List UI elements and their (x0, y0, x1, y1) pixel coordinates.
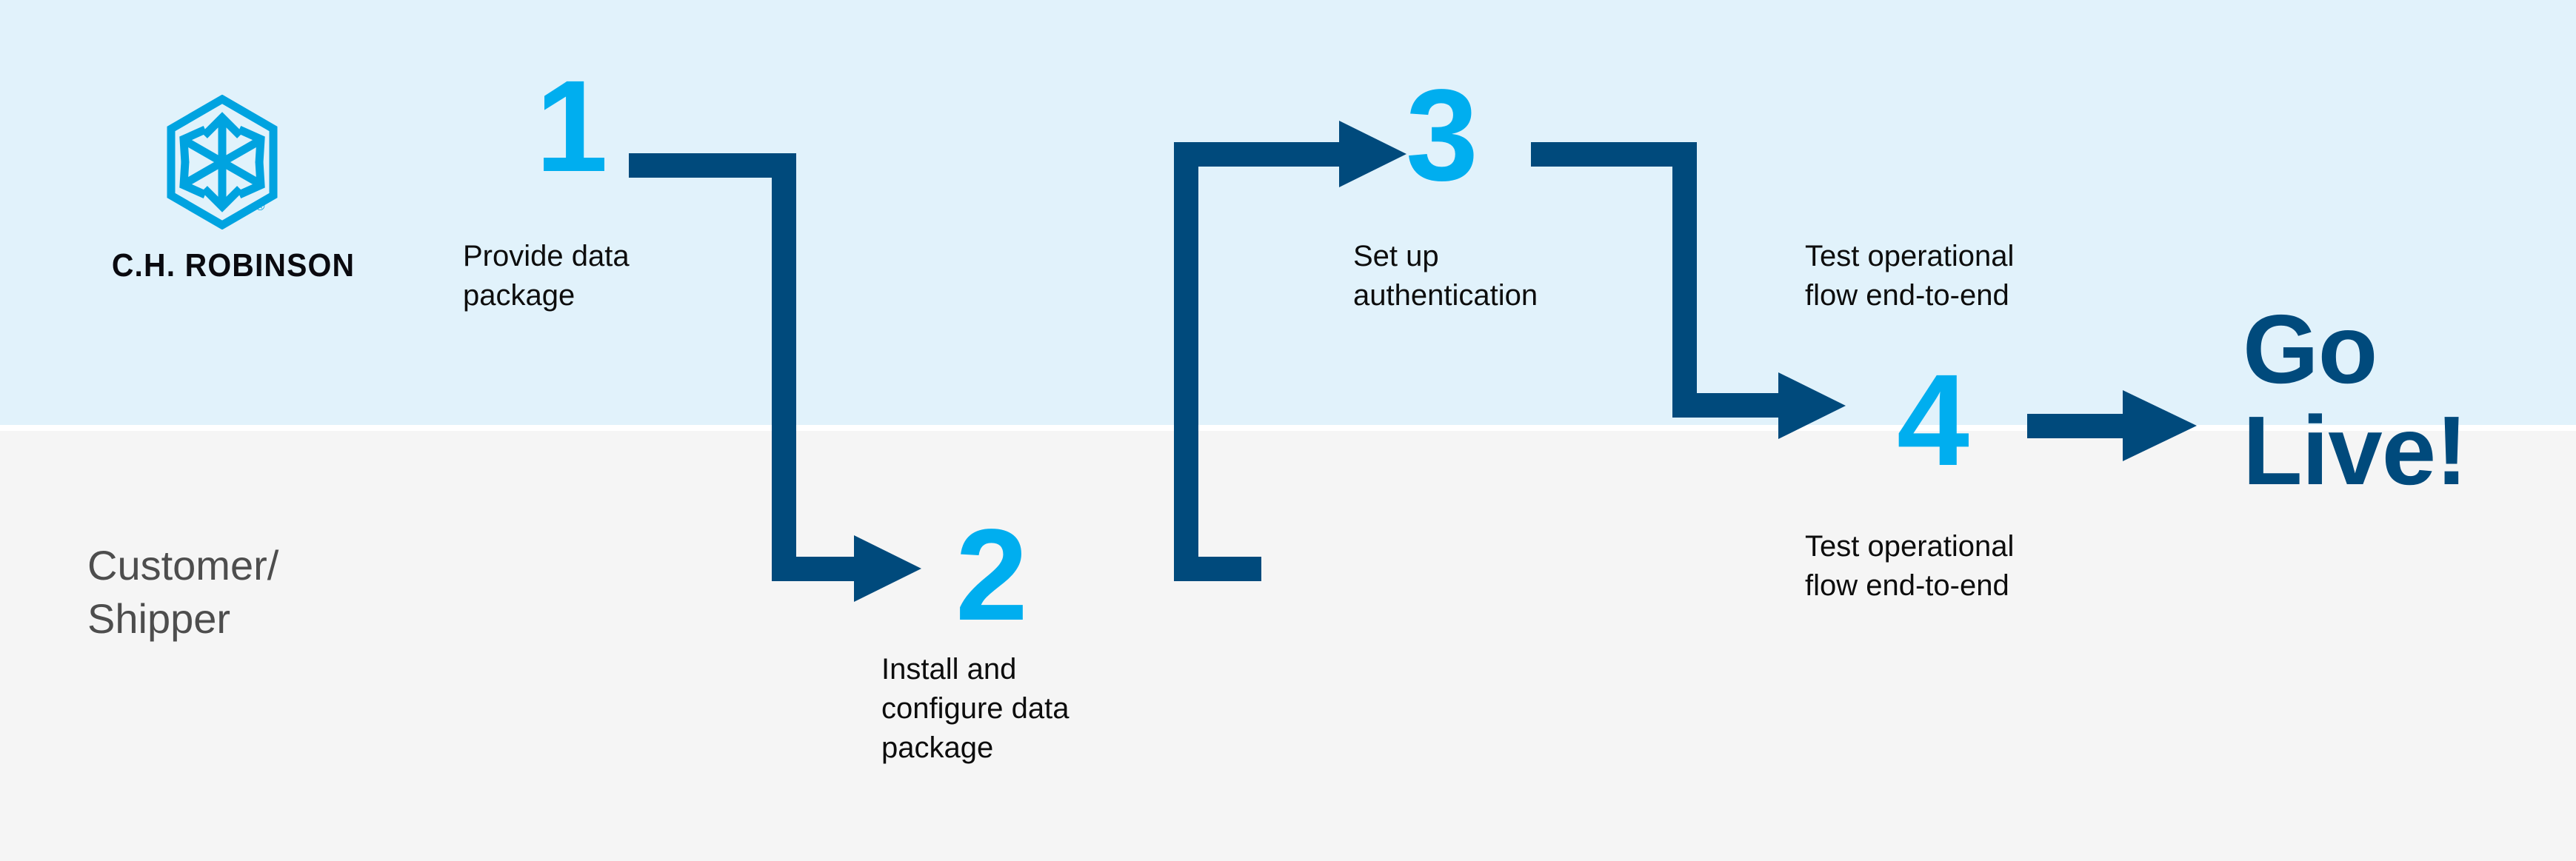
go-live-line-1: Go (2243, 295, 2378, 403)
go-live-line-2: Live! (2243, 396, 2468, 506)
connector-step4-to-go-live (2027, 390, 2197, 461)
step-number-2: 2 (955, 503, 1028, 648)
step-number-3: 3 (1406, 63, 1478, 208)
brand-logo: ® C.H. ROBINSON (112, 95, 354, 284)
lane-divider (0, 425, 2576, 431)
lane-label-customer-shipper: Customer/ Shipper (87, 539, 443, 645)
registered-trademark-icon: ® (256, 199, 265, 213)
step-number-1: 1 (535, 54, 608, 199)
go-live-label: Go Live! (2243, 298, 2561, 502)
cube-arrows-hexagon-icon (167, 95, 278, 230)
lane-label-line-2: Shipper (87, 594, 231, 642)
lane-band-chrobinson (0, 0, 2576, 425)
connector-step2-to-step3 (1174, 121, 1407, 581)
step-number-4: 4 (1897, 348, 1969, 493)
lane-band-customer (0, 431, 2576, 861)
connector-step3-to-step4 (1531, 142, 1846, 439)
connector-step1-to-step2 (629, 153, 921, 602)
brand-name: C.H. ROBINSON (111, 247, 356, 284)
lane-label-line-1: Customer/ (87, 542, 279, 589)
